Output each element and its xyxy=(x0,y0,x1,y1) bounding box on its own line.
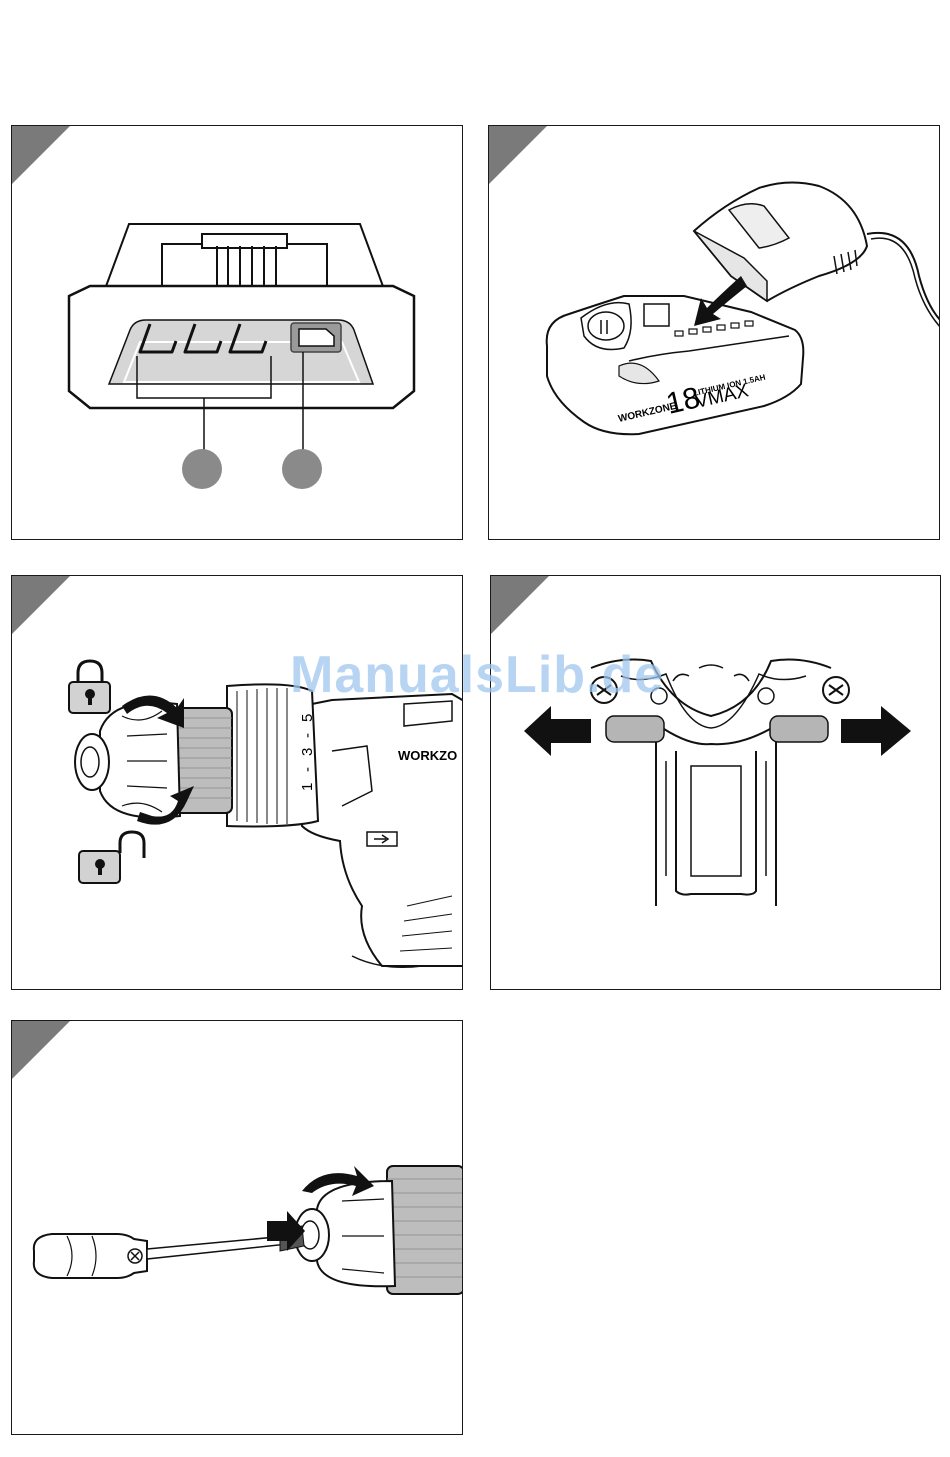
charger-battery-illustration: WORKZONE 18 LITHIUM ION 1.5AH VMAX xyxy=(489,126,940,540)
figure-panel-1-battery-indicator xyxy=(11,125,463,540)
screwdriver-chuck-illustration xyxy=(12,1021,463,1435)
watermark: ManualsLib.de xyxy=(290,645,664,705)
clutch-number-5: 5 xyxy=(299,714,316,722)
figure-panel-4-release xyxy=(490,575,941,990)
figure-panel-5-screwdriver xyxy=(11,1020,463,1435)
unlock-icon xyxy=(79,832,144,883)
screwdriver-cross-icon xyxy=(128,1249,142,1263)
clutch-separator-1: - xyxy=(299,767,316,772)
callout-circle-a xyxy=(182,449,222,489)
screw-right-icon xyxy=(823,677,849,703)
callout-circle-b xyxy=(282,449,322,489)
drill-chuck-illustration: WORKZO 1 - 3 - 5 xyxy=(12,576,463,990)
figure-panel-2-charging: WORKZONE 18 LITHIUM ION 1.5AH VMAX xyxy=(488,125,940,540)
drill-brand-label: WORKZO xyxy=(398,748,457,763)
clutch-number-1: 1 xyxy=(299,783,316,791)
clutch-number-3: 3 xyxy=(299,748,316,756)
arrow-left-icon xyxy=(524,706,591,756)
right-release-button xyxy=(770,716,828,742)
handle-release-illustration xyxy=(491,576,941,990)
arrow-right-icon xyxy=(841,706,911,756)
figure-panel-3-chuck-lock: WORKZO 1 - 3 - 5 xyxy=(11,575,463,990)
battery-indicator-illustration xyxy=(12,126,463,540)
clutch-separator-2: - xyxy=(299,733,316,738)
left-release-button xyxy=(606,716,664,742)
lock-icon xyxy=(69,661,110,713)
